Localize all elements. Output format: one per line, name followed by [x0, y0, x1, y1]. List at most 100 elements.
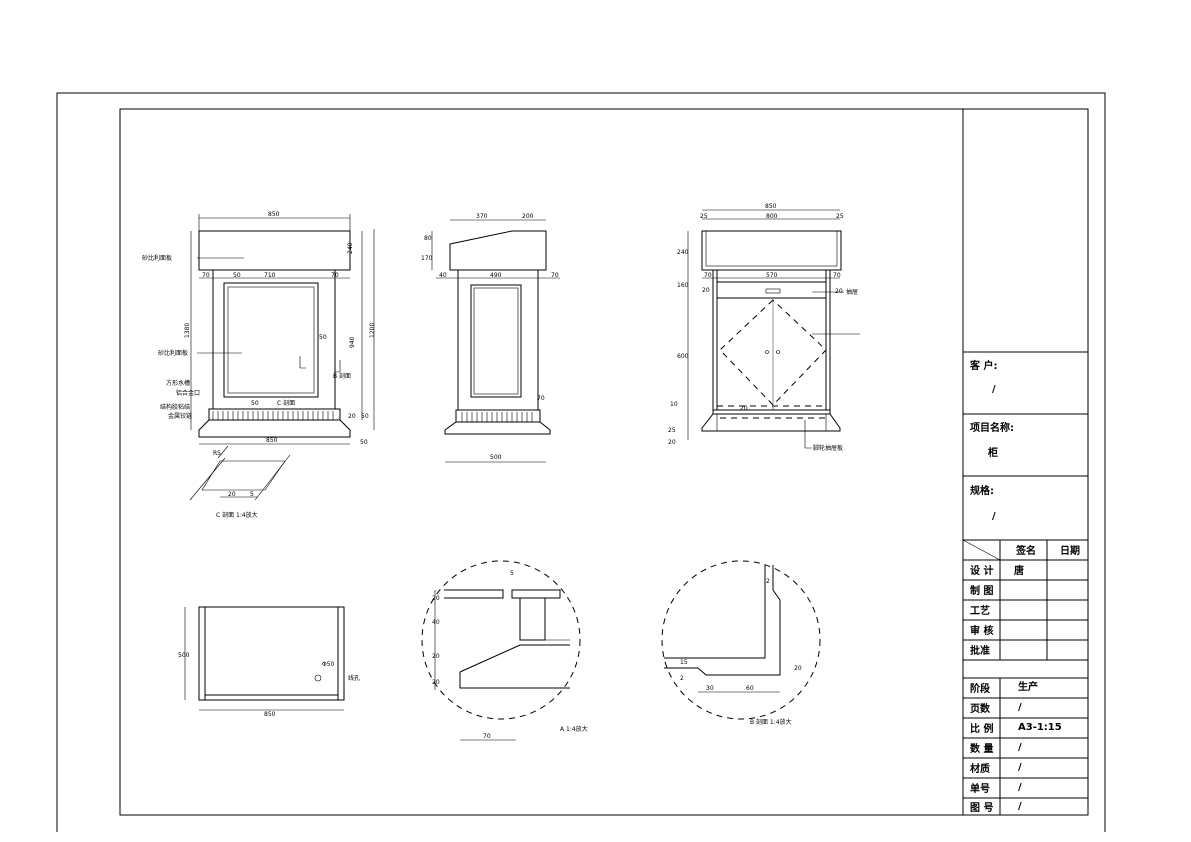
- dim-label: 490: [490, 272, 502, 279]
- title-block: 客 户: / 项目名称: 柜 规格: / 签名 日期 设 计 唐 制 图 工艺 …: [962, 109, 1088, 815]
- dim-label: 70: [551, 272, 559, 279]
- dim-label: 570: [766, 272, 778, 279]
- dim-label: 线孔: [348, 674, 360, 682]
- note-label: 抽屉: [846, 288, 858, 296]
- roles-list: 设 计 唐 制 图 工艺 审 核 批准: [970, 564, 1024, 657]
- dim-label: 850: [264, 711, 276, 718]
- info-value: /: [1018, 782, 1022, 793]
- dim-label: 40: [439, 272, 447, 279]
- spec-label: 规格:: [970, 484, 994, 497]
- dim-label: 60: [746, 685, 754, 692]
- side-view: 370 200 80 170 40 490 70 70 500: [421, 213, 560, 463]
- date-header: 日期: [1060, 544, 1080, 557]
- dim-label: 70: [704, 272, 712, 279]
- dim-label: R5: [213, 450, 221, 457]
- role-label: 设 计: [970, 564, 993, 577]
- client-label: 客 户:: [969, 359, 997, 372]
- dim-label: 20: [835, 288, 843, 295]
- role-label: 批准: [970, 644, 990, 657]
- section-label: B 剖面: [333, 372, 351, 380]
- dim-label: 850: [268, 211, 280, 218]
- dim-label: 25: [668, 427, 676, 434]
- dim-label: 20: [432, 595, 440, 602]
- dim-label: 600: [677, 353, 689, 360]
- dim-label: 20: [702, 287, 710, 294]
- dim-label: 240: [677, 249, 689, 256]
- dim-label: 70: [537, 395, 545, 402]
- dim-label: 70: [202, 272, 210, 279]
- info-label: 单号: [970, 782, 990, 795]
- dim-label: 5: [510, 570, 514, 577]
- dim-label: 800: [766, 213, 778, 220]
- info-value: /: [1018, 762, 1022, 773]
- dim-label: 25: [836, 213, 844, 220]
- info-value: /: [1018, 702, 1022, 713]
- dim-label: 20: [432, 653, 440, 660]
- client-value: /: [992, 384, 996, 395]
- dim-label: 50: [251, 400, 259, 407]
- project-value: 柜: [987, 446, 998, 459]
- dim-label: 20: [432, 679, 440, 686]
- dim-label: 25: [700, 213, 708, 220]
- dim-label: 80: [424, 235, 432, 242]
- dim-label: 160: [677, 282, 689, 289]
- drawing-border: [119, 108, 1089, 816]
- dim-label: 5: [250, 491, 254, 498]
- info-label: 页数: [970, 702, 991, 715]
- info-label: 比 例: [970, 722, 993, 735]
- plan-view: 500 850 Φ50 线孔: [178, 606, 360, 718]
- outer-frame: [56, 92, 1106, 832]
- dim-label: 200: [522, 213, 534, 220]
- note-label: 砂比利面板: [142, 254, 172, 262]
- dim-label: 850: [266, 437, 278, 444]
- front-view: 850 240 70 50 710 70 1380 50 940 1200 50…: [142, 211, 376, 446]
- detail-title: B 剖面 1:4放大: [750, 718, 792, 726]
- dim-label: 50: [361, 413, 369, 420]
- dim-label: 20: [348, 413, 356, 420]
- dim-label: 50: [233, 272, 241, 279]
- dim-label: 20: [740, 405, 748, 412]
- sign-header: 签名: [1015, 544, 1036, 557]
- dim-label: 2: [680, 675, 684, 682]
- dim-label: 15: [680, 659, 688, 666]
- info-value: /: [1018, 801, 1022, 812]
- dim-label: 50: [319, 334, 327, 341]
- dim-label: 500: [490, 454, 502, 461]
- role-label: 审 核: [970, 624, 993, 637]
- dim-label: 850: [765, 203, 777, 210]
- dim-label: 10: [670, 401, 678, 408]
- dim-label: 710: [264, 272, 276, 279]
- detail-c: R5 20 5 C 剖面 1:4放大: [189, 445, 291, 519]
- detail-title: C 剖面 1:4放大: [216, 511, 258, 519]
- detail-title: A 1:4放大: [560, 725, 588, 733]
- role-label: 工艺: [970, 604, 990, 617]
- section-label: C 剖面: [277, 399, 295, 407]
- detail-b: 2 15 20 2 30 60 B 剖面 1:4放大: [661, 560, 821, 726]
- note-label: 砂比利面板: [158, 349, 188, 357]
- dim-label: 70: [483, 733, 491, 740]
- info-value: 生产: [1018, 680, 1038, 693]
- dim-label: Φ50: [322, 661, 335, 668]
- note-label: 脚轮抽屉板: [813, 444, 843, 452]
- detail-a: 5 20 40 20 20 70 A 1:4放大: [421, 560, 588, 741]
- note-label: 结构胶粘结: [160, 403, 190, 411]
- dim-label: 70: [331, 272, 339, 279]
- project-label: 项目名称:: [970, 421, 1014, 434]
- dim-label: 40: [432, 619, 440, 626]
- dim-label: 170: [421, 255, 433, 262]
- dim-label: 940: [349, 336, 356, 348]
- dim-label: 370: [476, 213, 488, 220]
- dim-label: 20: [794, 665, 802, 672]
- dim-label: 2: [766, 578, 770, 585]
- note-label: 金属铰链: [168, 412, 192, 420]
- dim-label: 1380: [184, 323, 191, 338]
- dim-label: 20: [228, 491, 236, 498]
- dim-label: 240: [347, 242, 354, 254]
- info-label: 阶段: [970, 682, 990, 695]
- dim-label: 50: [360, 439, 368, 446]
- note-label: 铝合金口: [176, 389, 200, 397]
- dim-label: 1200: [369, 323, 376, 338]
- back-view: 850 25 800 25 240 160 70 570 70 20 20 60…: [668, 203, 860, 452]
- info-value: A3-1:15: [1018, 722, 1062, 733]
